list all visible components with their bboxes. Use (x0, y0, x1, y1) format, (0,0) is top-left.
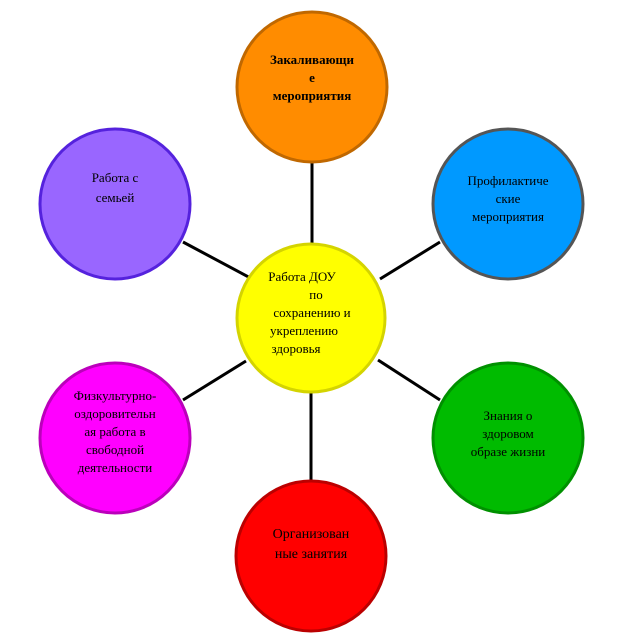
node-label-organizovannye-line-0: Организован (273, 527, 350, 542)
node-label-fizkultura-line-3: свободной (86, 442, 144, 457)
center-circle (235, 242, 387, 394)
node-label-profilakticheskie-line-1: ские (496, 191, 521, 206)
node-label-znaniya-line-2: образе жизни (471, 444, 546, 459)
connectors (182, 162, 441, 481)
node-circle-znaniya (431, 361, 585, 515)
node-profilakticheskie: Профилактиче ские мероприятия (431, 127, 585, 281)
connector-semya (182, 240, 257, 283)
center-node: Работа ДОУ по сохранению и укреплению здоров… (235, 242, 387, 394)
connector-profilakticheskie (379, 240, 441, 281)
node-circle-zakalivayushchie (235, 10, 389, 164)
node-label-fizkultura-line-4: деятельности (78, 460, 152, 475)
node-label-znaniya-line-1: здоровом (482, 426, 534, 441)
node-label-znaniya-line-0: Знания о (484, 408, 533, 423)
node-circle-semya (38, 127, 192, 281)
node-organizovannye: Организован ные занятия (234, 479, 388, 633)
node-label-organizovannye-line-1: ные занятия (275, 547, 348, 562)
node-circle-fizkultura (38, 361, 192, 515)
center-label-line-0: Работа ДОУ (268, 269, 336, 284)
connector-znaniya (377, 358, 441, 402)
node-label-profilakticheskie-line-0: Профилактиче (467, 173, 548, 188)
center-label-line-3: укреплению (270, 323, 338, 338)
node-zakalivayushchie: Закаливающи е мероприятия (235, 10, 389, 164)
connector-fizkultura (182, 359, 247, 402)
node-semya: Работа с семьей (38, 127, 192, 281)
node-znaniya: Знания о здоровом образе жизни (431, 361, 585, 515)
node-label-zakalivayushchie-line-0: Закаливающи (270, 52, 354, 67)
node-label-zakalivayushchie-line-1: е (309, 70, 315, 85)
node-fizkultura: Физкультурно-оздоровительн ая работа в сво… (38, 361, 192, 515)
node-label-semya-line-0: Работа с (92, 170, 139, 185)
center-label-line-4: здоровья (271, 341, 320, 356)
node-circle-profilakticheskie (431, 127, 585, 281)
node-label-zakalivayushchie-line-2: мероприятия (273, 88, 352, 103)
node-label-profilakticheskie-line-2: мероприятия (472, 209, 544, 224)
node-circle-organizovannye (234, 479, 388, 633)
node-label-fizkultura-line-1: оздоровительн (74, 406, 155, 421)
node-label-fizkultura-line-2: ая работа в (84, 424, 145, 439)
outer-nodes: ЗакаливающиемероприятияПрофилактическием… (38, 10, 585, 633)
node-label-semya-line-1: семьей (96, 190, 135, 205)
center-label-line-2: сохранению и (273, 305, 350, 320)
center-label-line-1: по (309, 287, 322, 302)
node-label-fizkultura-line-0: Физкультурно- (74, 388, 157, 403)
